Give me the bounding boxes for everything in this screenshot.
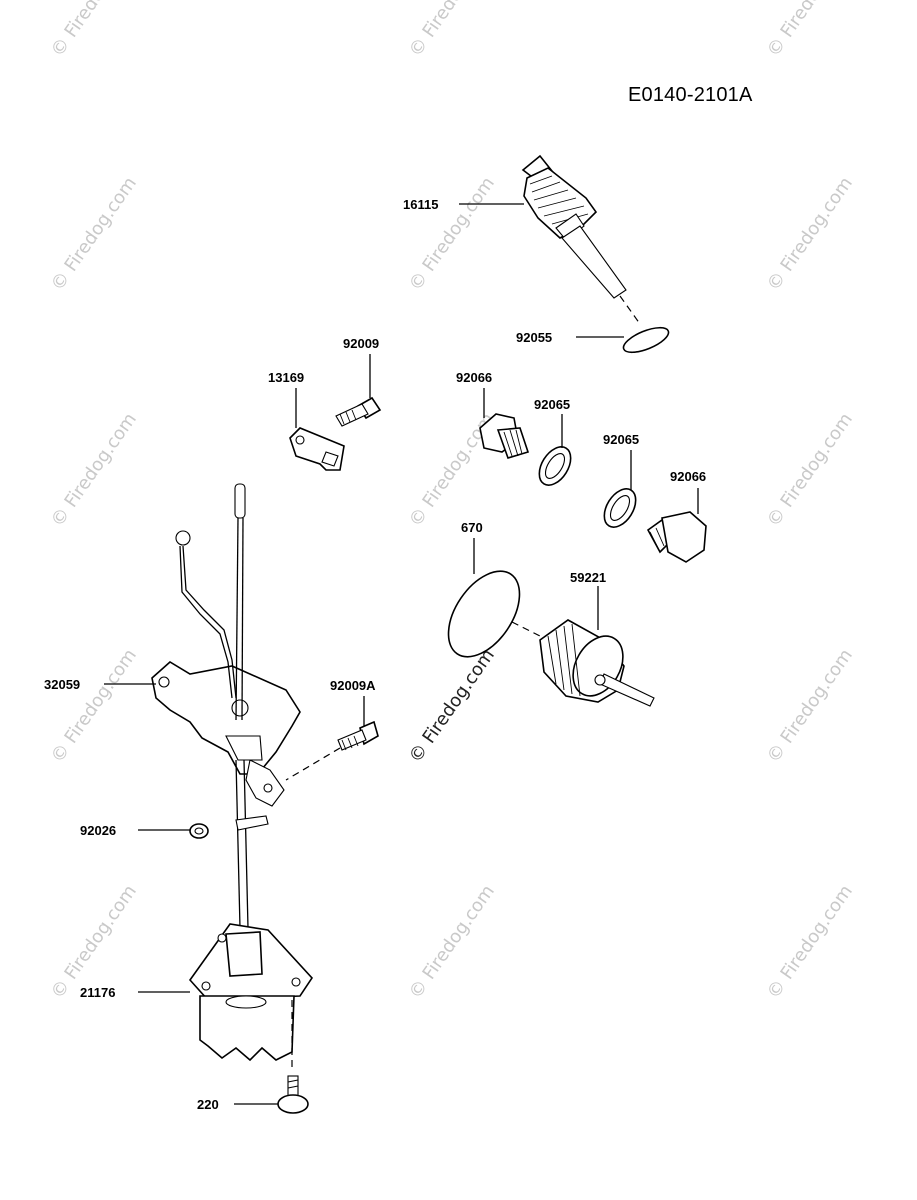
watermark: © Firedog.com bbox=[405, 881, 499, 1003]
part-label: 92009A bbox=[330, 678, 376, 693]
part-92065-washer-upper[interactable] bbox=[533, 441, 577, 490]
part-label: 13169 bbox=[268, 370, 304, 385]
part-wire-harness bbox=[175, 530, 237, 699]
part-92026-washer[interactable] bbox=[189, 823, 209, 839]
watermark-group: © Firedog.com © Firedog.com © Firedog.co… bbox=[47, 0, 857, 1003]
part-92065-washer-lower[interactable] bbox=[598, 483, 642, 532]
part-labels: 16115 92055 92009 13169 92066 92065 9206… bbox=[44, 197, 706, 1112]
part-92009a-screw[interactable] bbox=[285, 720, 379, 781]
part-label: 670 bbox=[461, 520, 483, 535]
watermark: © Firedog.com bbox=[405, 173, 499, 295]
watermark: © Firedog.com bbox=[405, 645, 499, 767]
part-21176-pump[interactable] bbox=[188, 923, 314, 1070]
part-92066-plug-upper[interactable] bbox=[479, 413, 530, 459]
part-label: 92065 bbox=[603, 432, 639, 447]
part-label: 92026 bbox=[80, 823, 116, 838]
leader-lines bbox=[104, 203, 699, 1105]
part-label: 92066 bbox=[670, 469, 706, 484]
watermark: © Firedog.com bbox=[47, 173, 141, 295]
watermark: © Firedog.com bbox=[763, 0, 857, 61]
part-92009-screw[interactable] bbox=[335, 396, 382, 427]
watermark: © Firedog.com bbox=[47, 645, 141, 767]
watermark: © Firedog.com bbox=[47, 409, 141, 531]
watermark: © Firedog.com bbox=[763, 645, 857, 767]
part-label: 92055 bbox=[516, 330, 552, 345]
part-59221-sensor[interactable] bbox=[539, 619, 655, 707]
part-label: 21176 bbox=[80, 985, 115, 1000]
part-92055-o-ring[interactable] bbox=[620, 323, 671, 358]
part-220-bolt[interactable] bbox=[277, 1075, 309, 1114]
part-label: 59221 bbox=[570, 570, 606, 585]
part-label: 92065 bbox=[534, 397, 570, 412]
part-label: 92066 bbox=[456, 370, 492, 385]
part-label: 92009 bbox=[343, 336, 379, 351]
part-16115-dipstick-cap[interactable] bbox=[521, 154, 641, 325]
part-label: 16115 bbox=[403, 197, 438, 212]
part-rod bbox=[225, 483, 269, 929]
watermark: © Firedog.com bbox=[763, 881, 857, 1003]
watermark: © Firedog.com bbox=[763, 173, 857, 295]
part-label: 32059 bbox=[44, 677, 80, 692]
part-32059-bracket[interactable] bbox=[151, 661, 301, 807]
part-92066-plug-lower[interactable] bbox=[646, 511, 707, 563]
watermark: © Firedog.com bbox=[405, 0, 499, 61]
watermark: © Firedog.com bbox=[47, 0, 141, 61]
part-670-gasket[interactable] bbox=[434, 559, 541, 670]
part-label: 220 bbox=[197, 1097, 219, 1112]
part-13169-plate[interactable] bbox=[289, 427, 345, 471]
watermark: © Firedog.com bbox=[763, 409, 857, 531]
diagram-code: E0140-2101A bbox=[628, 84, 753, 106]
